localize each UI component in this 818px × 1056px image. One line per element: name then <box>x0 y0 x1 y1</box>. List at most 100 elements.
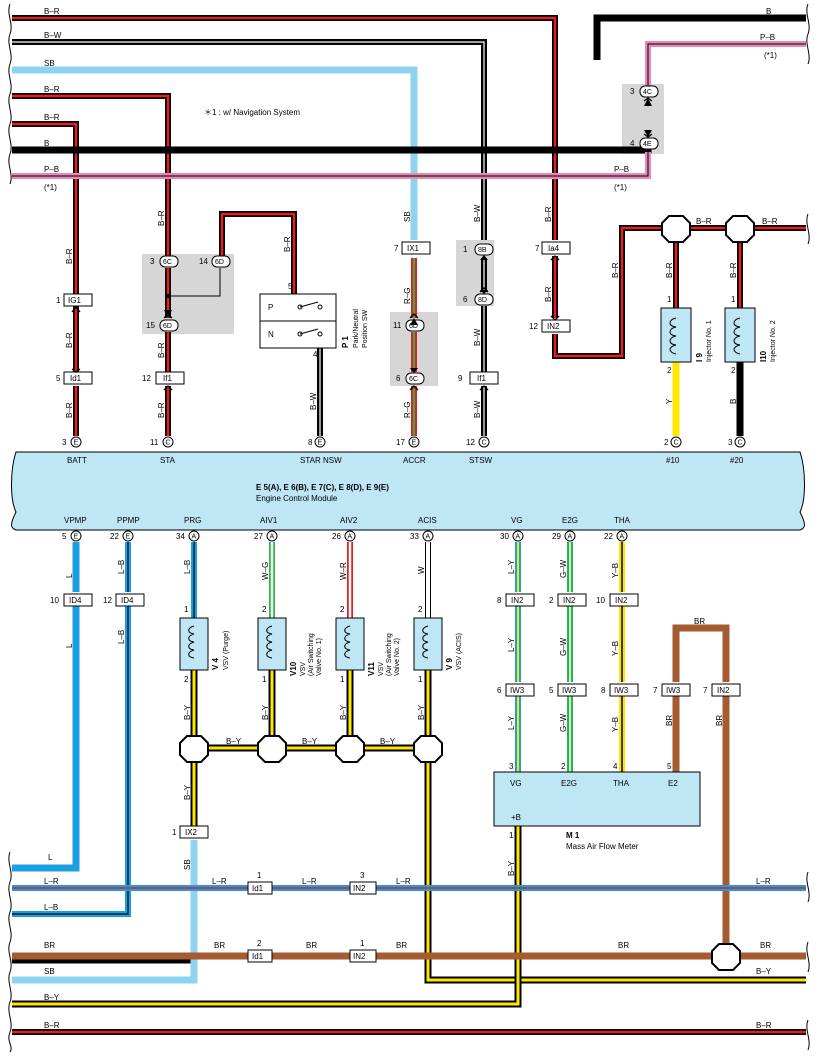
switch-name-1: Park/Neutral <box>353 309 360 348</box>
splice-point <box>711 943 741 971</box>
connector-6d-accr: 6D 11 <box>393 319 425 332</box>
svg-text:IN2: IN2 <box>615 596 628 605</box>
injector-2: 1 2 <box>724 295 756 375</box>
svg-text:7: 7 <box>394 244 399 253</box>
svg-text:Id1: Id1 <box>252 952 264 961</box>
svg-text:8D: 8D <box>478 297 487 304</box>
svg-text:IW3: IW3 <box>666 686 681 695</box>
connector-in2-lr: IN2 3 <box>349 871 377 895</box>
svg-text:12: 12 <box>142 374 151 383</box>
svg-text:1: 1 <box>172 828 177 837</box>
svg-text:1: 1 <box>509 831 514 840</box>
svg-text:B–W: B–W <box>473 328 482 346</box>
svg-text:E2G: E2G <box>561 779 577 788</box>
svg-text:ID4: ID4 <box>69 596 82 605</box>
vsv-air1-name3: Valve No. 1) <box>316 638 323 676</box>
svg-text:BR: BR <box>760 941 771 950</box>
connector-id4-vpmp: ID4 10 <box>50 593 93 607</box>
connector-in2-e2g: IN2 2 <box>549 593 587 607</box>
injector1-name: Injector No. 1 <box>706 320 713 362</box>
svg-text:W–R: W–R <box>339 562 348 580</box>
svg-text:A: A <box>270 534 275 541</box>
connector-ix2: IX2 1 <box>172 825 209 839</box>
svg-text:8B: 8B <box>478 247 487 254</box>
svg-text:4: 4 <box>613 762 618 771</box>
svg-text:P–B: P–B <box>760 33 775 42</box>
svg-text:1: 1 <box>184 605 189 614</box>
svg-text:4C: 4C <box>643 89 652 96</box>
ecm-name: Engine Control Module <box>256 494 338 503</box>
connector-iw3-e2: IW3 7 <box>653 683 691 697</box>
connector-if1-sta: If1 12 <box>142 371 185 385</box>
svg-text:8: 8 <box>497 596 502 605</box>
svg-text:2: 2 <box>667 366 672 375</box>
svg-text:IX1: IX1 <box>407 244 420 253</box>
svg-text:B–R: B–R <box>157 210 166 226</box>
svg-text:R–G: R–G <box>403 402 412 418</box>
maf-code: M 1 <box>566 831 580 840</box>
vsv-acis-name: VSV (ACIS) <box>456 633 463 670</box>
vsv-purge-name: VSV (Purge) <box>223 631 230 670</box>
ecm-body <box>11 451 805 531</box>
arrow-head <box>480 290 488 294</box>
svg-text:A: A <box>516 534 521 541</box>
arrow-head <box>410 318 418 325</box>
svg-text:3: 3 <box>630 87 635 96</box>
svg-text:IN2: IN2 <box>717 686 730 695</box>
svg-text:IN2: IN2 <box>353 952 366 961</box>
break-marks <box>8 3 810 1053</box>
svg-text:B–Y: B–Y <box>44 993 60 1002</box>
splice-point <box>725 215 755 243</box>
wire-sb-top <box>12 66 418 240</box>
svg-text:SB: SB <box>44 967 55 976</box>
svg-text:IN2: IN2 <box>563 596 576 605</box>
svg-text:Y–B: Y–B <box>611 717 620 732</box>
svg-text:6: 6 <box>497 686 502 695</box>
svg-text:B–Y: B–Y <box>756 967 772 976</box>
ecm-codes: E 5(A), E 6(B), E 7(C), E 8(D), E 9(E) <box>256 483 389 492</box>
injector2-code: I10 <box>759 350 768 362</box>
svg-text:2: 2 <box>418 605 423 614</box>
ecm-pin-starnsw: STAR NSW <box>300 456 342 465</box>
svg-text:3: 3 <box>150 257 155 266</box>
svg-text:B–Y: B–Y <box>507 860 516 876</box>
svg-text:B–R: B–R <box>44 85 60 94</box>
wire-pb-top <box>645 41 806 92</box>
svg-text:34: 34 <box>176 532 185 541</box>
svg-text:B–R: B–R <box>611 262 620 278</box>
svg-text:BR: BR <box>618 941 629 950</box>
svg-text:2: 2 <box>262 605 267 614</box>
svg-text:10: 10 <box>596 596 605 605</box>
svg-text:IN2: IN2 <box>547 322 560 331</box>
ecm-pin-aiv1: AIV1 <box>260 516 278 525</box>
svg-text:THA: THA <box>613 779 630 788</box>
svg-text:BR: BR <box>306 941 317 950</box>
svg-text:5: 5 <box>288 282 293 291</box>
connector-iw3-e2g: IW3 5 <box>549 683 587 697</box>
arrow-head <box>480 255 488 260</box>
svg-text:A: A <box>348 534 353 541</box>
svg-text:9: 9 <box>458 374 463 383</box>
svg-text:ID4: ID4 <box>121 596 134 605</box>
svg-text:B: B <box>729 399 738 404</box>
svg-text:5: 5 <box>56 374 61 383</box>
svg-text:W–G: W–G <box>261 562 270 580</box>
ecm-pin-ppmp: PPMP <box>117 516 140 525</box>
svg-text:If1: If1 <box>477 374 486 383</box>
ecm-pin-accr: ACCR <box>403 456 426 465</box>
splice-line <box>168 268 221 297</box>
svg-text:B–R: B–R <box>44 1021 60 1030</box>
svg-text:B–R: B–R <box>729 262 738 278</box>
svg-text:29: 29 <box>552 532 561 541</box>
vsv-air2-name2: (Air Switching <box>386 633 393 676</box>
injector1-code: I 9 <box>695 353 704 362</box>
svg-text:A: A <box>426 534 431 541</box>
svg-text:B–R: B–R <box>756 1021 772 1030</box>
svg-text:IW3: IW3 <box>510 686 525 695</box>
svg-text:5: 5 <box>62 532 67 541</box>
svg-text:BR: BR <box>396 941 407 950</box>
svg-text:1: 1 <box>262 675 267 684</box>
svg-text:3: 3 <box>728 438 733 447</box>
svg-text:If1: If1 <box>163 374 172 383</box>
connector-ia4: Ia4 7 <box>535 241 571 255</box>
